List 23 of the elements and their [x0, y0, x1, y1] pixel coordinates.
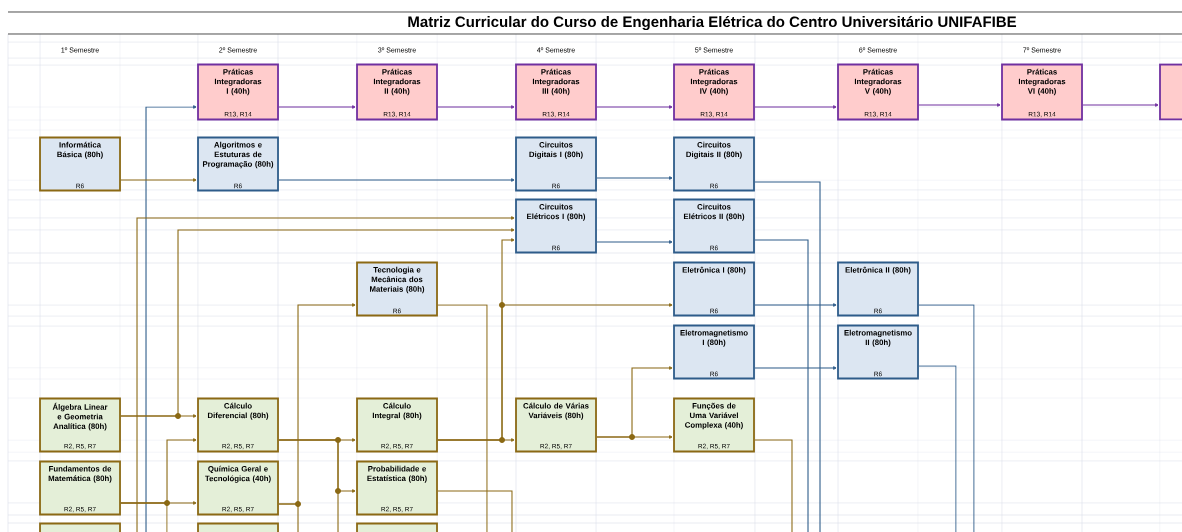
arrow — [754, 366, 837, 370]
arrow — [918, 103, 1001, 107]
box — [197, 522, 279, 532]
arrow — [278, 178, 515, 182]
arrow — [278, 503, 299, 532]
box — [1159, 63, 1182, 121]
arrow — [596, 366, 673, 438]
arrow — [437, 238, 515, 441]
arrow — [120, 414, 197, 418]
box — [356, 522, 438, 532]
title: Matriz Curricular do Curso de Engenharia Elétrica do Centro Universitário UNIFAFIBE — [408, 15, 1017, 31]
arrow — [136, 216, 515, 532]
arrow — [145, 105, 197, 532]
arrow — [596, 176, 673, 180]
arrow — [754, 105, 837, 109]
arrow — [278, 105, 356, 109]
arrow — [120, 178, 197, 182]
box — [39, 522, 121, 532]
arrow — [1082, 103, 1159, 107]
arrow — [754, 303, 837, 307]
arrow — [437, 105, 515, 109]
arrow — [596, 105, 673, 109]
arrow — [596, 240, 673, 244]
